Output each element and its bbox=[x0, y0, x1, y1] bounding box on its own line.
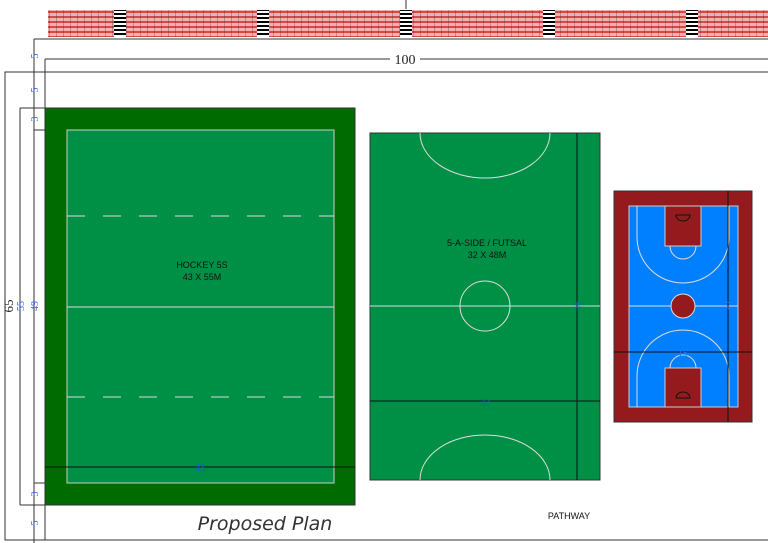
overall-height-label: 65 bbox=[1, 300, 16, 313]
futsal-pitch bbox=[369, 132, 601, 481]
futsal-size: 32 X 48M bbox=[468, 250, 507, 260]
futsal-width-label: 32 bbox=[480, 398, 490, 409]
overall-width-label: 100 bbox=[395, 53, 416, 68]
runoff-bottom-label: 3 bbox=[30, 492, 41, 497]
plan-title: Proposed Plan bbox=[198, 513, 333, 535]
basketball-court bbox=[613, 190, 753, 423]
hockey-width-label: 43 bbox=[195, 463, 205, 474]
top-margin-label: 5 bbox=[30, 88, 41, 93]
runoff-top-label: 3 bbox=[30, 117, 41, 122]
hockey-inner-length-label: 49 bbox=[30, 301, 41, 311]
pathway-label: PATHWAY bbox=[548, 511, 590, 521]
futsal-name: 5-A-SIDE / FUTSAL bbox=[447, 238, 527, 248]
court-length-label: 32 bbox=[724, 301, 735, 311]
court-width-label: 15 bbox=[678, 348, 688, 359]
hockey-name: HOCKEY 5S bbox=[176, 260, 227, 270]
top-setback-label: 5 bbox=[30, 54, 41, 59]
hockey-pitch bbox=[44, 107, 356, 506]
hockey-size: 43 X 55M bbox=[183, 272, 222, 282]
bottom-margin-label: 5 bbox=[30, 521, 41, 526]
hockey-outer-length-label: 55 bbox=[16, 301, 27, 311]
futsal-length-label: 48 bbox=[573, 301, 584, 311]
bleachers bbox=[34, 0, 768, 40]
